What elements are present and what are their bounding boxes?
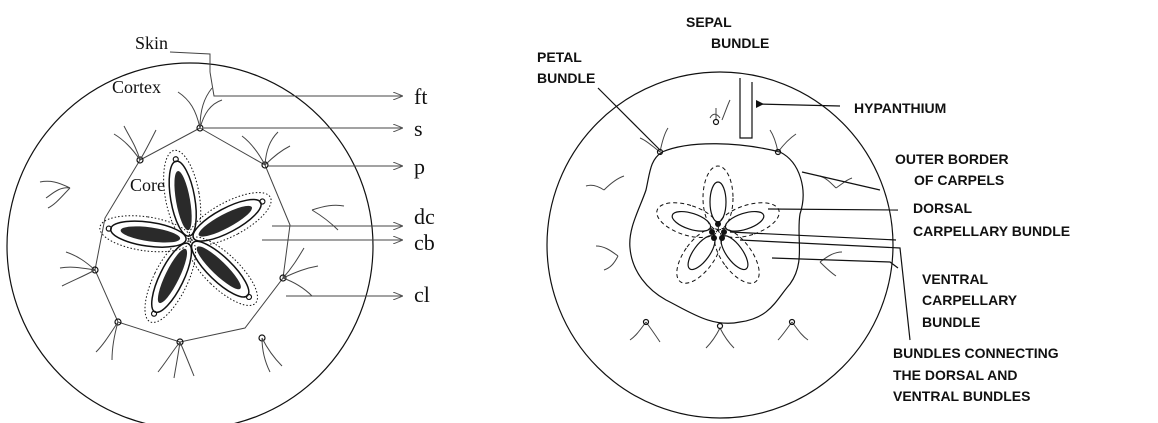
label-core: Core xyxy=(130,175,165,195)
label-cl: cl xyxy=(414,282,430,307)
label-cb: cb xyxy=(414,230,435,255)
label-dc: dc xyxy=(414,204,435,229)
label-outer-border-1: OUTER BORDER xyxy=(895,151,1009,167)
skin-pointer xyxy=(170,52,210,72)
label-connecting-2: THE DORSAL AND xyxy=(893,367,1017,383)
label-ventral-3: BUNDLE xyxy=(922,314,980,330)
right-carpels xyxy=(652,166,783,291)
label-petal-2: BUNDLE xyxy=(537,70,595,86)
label-sepal-2: BUNDLE xyxy=(711,35,769,51)
label-p: p xyxy=(414,154,425,179)
right-apple-cross-section: SEPAL BUNDLE PETAL BUNDLE HYPANTHIUM OUT… xyxy=(537,14,1070,418)
label-dorsal-1: DORSAL xyxy=(913,200,973,216)
label-hypanthium: HYPANTHIUM xyxy=(854,100,946,116)
label-skin: Skin xyxy=(135,33,168,53)
label-ventral-1: VENTRAL xyxy=(922,271,989,287)
label-petal-1: PETAL xyxy=(537,49,582,65)
label-connecting-3: VENTRAL BUNDLES xyxy=(893,388,1030,404)
label-s: s xyxy=(414,116,423,141)
left-apple-cross-section: Skin Cortex Core ft s p dc cb cl xyxy=(7,33,435,423)
hypanthium-bracket xyxy=(740,78,752,138)
skin-outline xyxy=(7,63,373,423)
label-cortex: Cortex xyxy=(112,77,161,97)
label-sepal-1: SEPAL xyxy=(686,14,732,30)
label-dorsal-2: CARPELLARY BUNDLE xyxy=(913,223,1070,239)
outer-border-of-carpels xyxy=(630,144,803,324)
label-ft: ft xyxy=(414,84,427,109)
right-callouts xyxy=(598,88,910,340)
label-connecting-1: BUNDLES CONNECTING xyxy=(893,345,1059,361)
carpels xyxy=(98,147,279,329)
label-ventral-2: CARPELLARY xyxy=(922,292,1018,308)
label-outer-border-2: OF CARPELS xyxy=(914,172,1004,188)
